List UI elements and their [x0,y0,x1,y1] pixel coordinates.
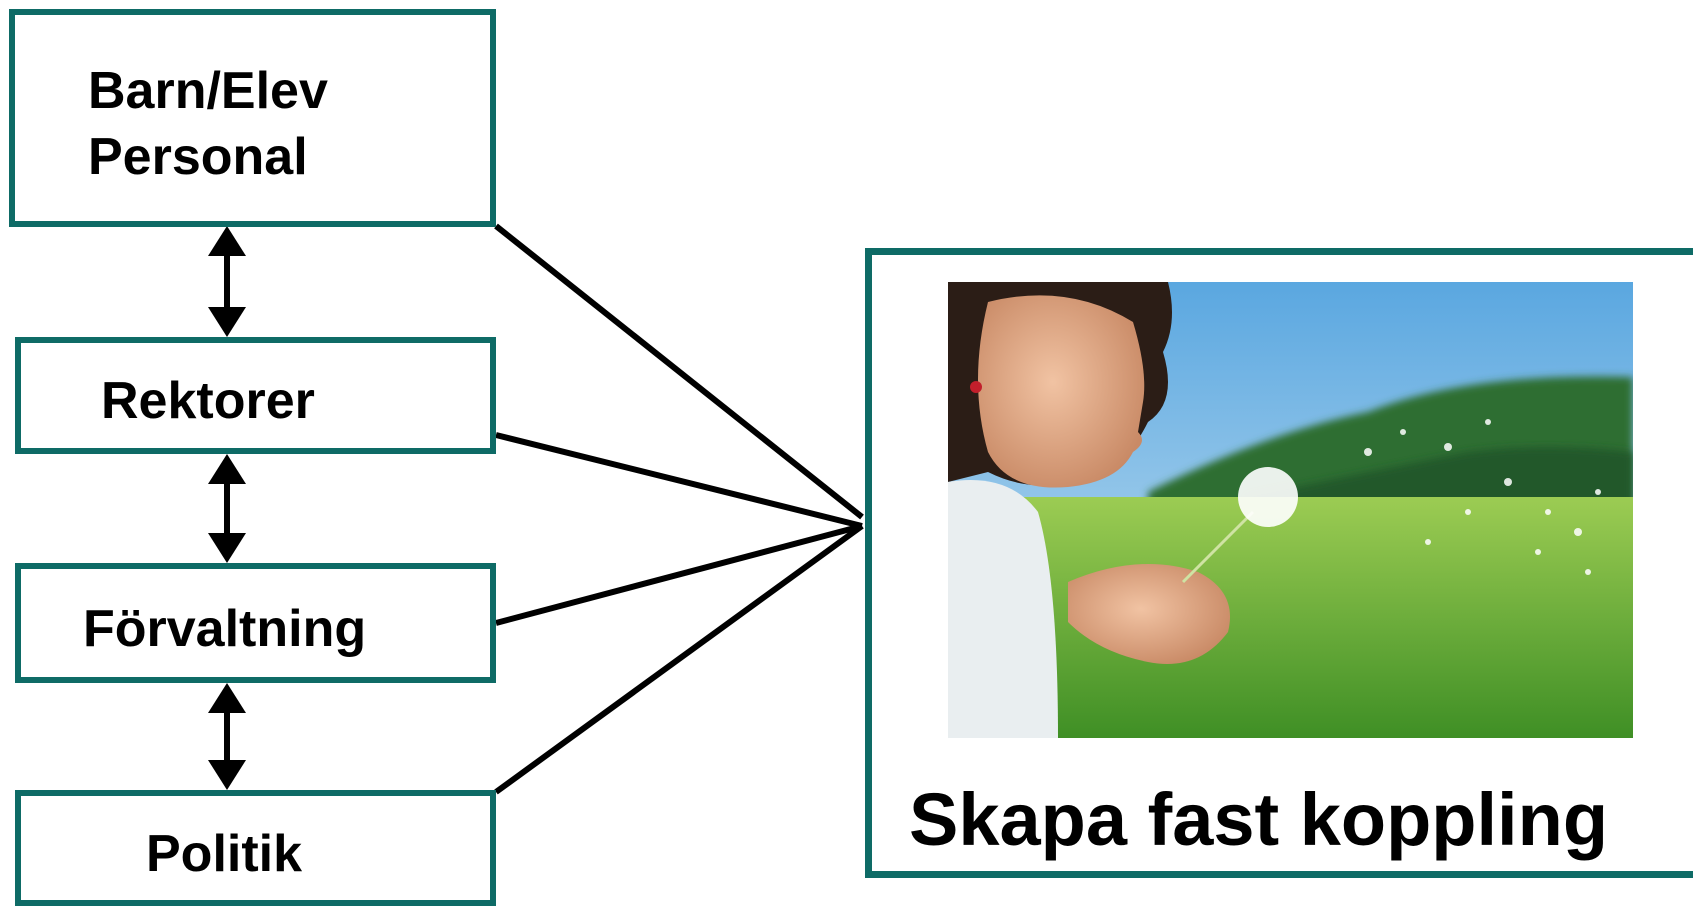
line-bottom-box-to-panel [494,523,864,795]
double-arrow-icon-3 [208,683,246,790]
line-third-box-to-panel [495,523,863,626]
line-top-box-to-panel [494,223,864,520]
box-label-rektorer: Rektorer [101,372,315,430]
box-label-personal: Personal [88,128,308,186]
panel-caption: Skapa fast koppling [909,778,1609,861]
box-rektorer: Rektorer [15,337,496,454]
box-politik: Politik [15,790,496,906]
box-label-forvaltning: Förvaltning [83,600,367,658]
box-label-barn-elev: Barn/Elev [88,62,328,120]
box-barn-elev-personal: Barn/Elev Personal [9,9,496,227]
box-forvaltning: Förvaltning [15,563,496,683]
line-second-box-to-panel [495,432,863,529]
box-label-politik: Politik [146,825,303,883]
double-arrow-icon-2 [208,454,246,563]
dandelion-photo [948,282,1633,738]
double-arrow-icon-1 [208,226,246,337]
